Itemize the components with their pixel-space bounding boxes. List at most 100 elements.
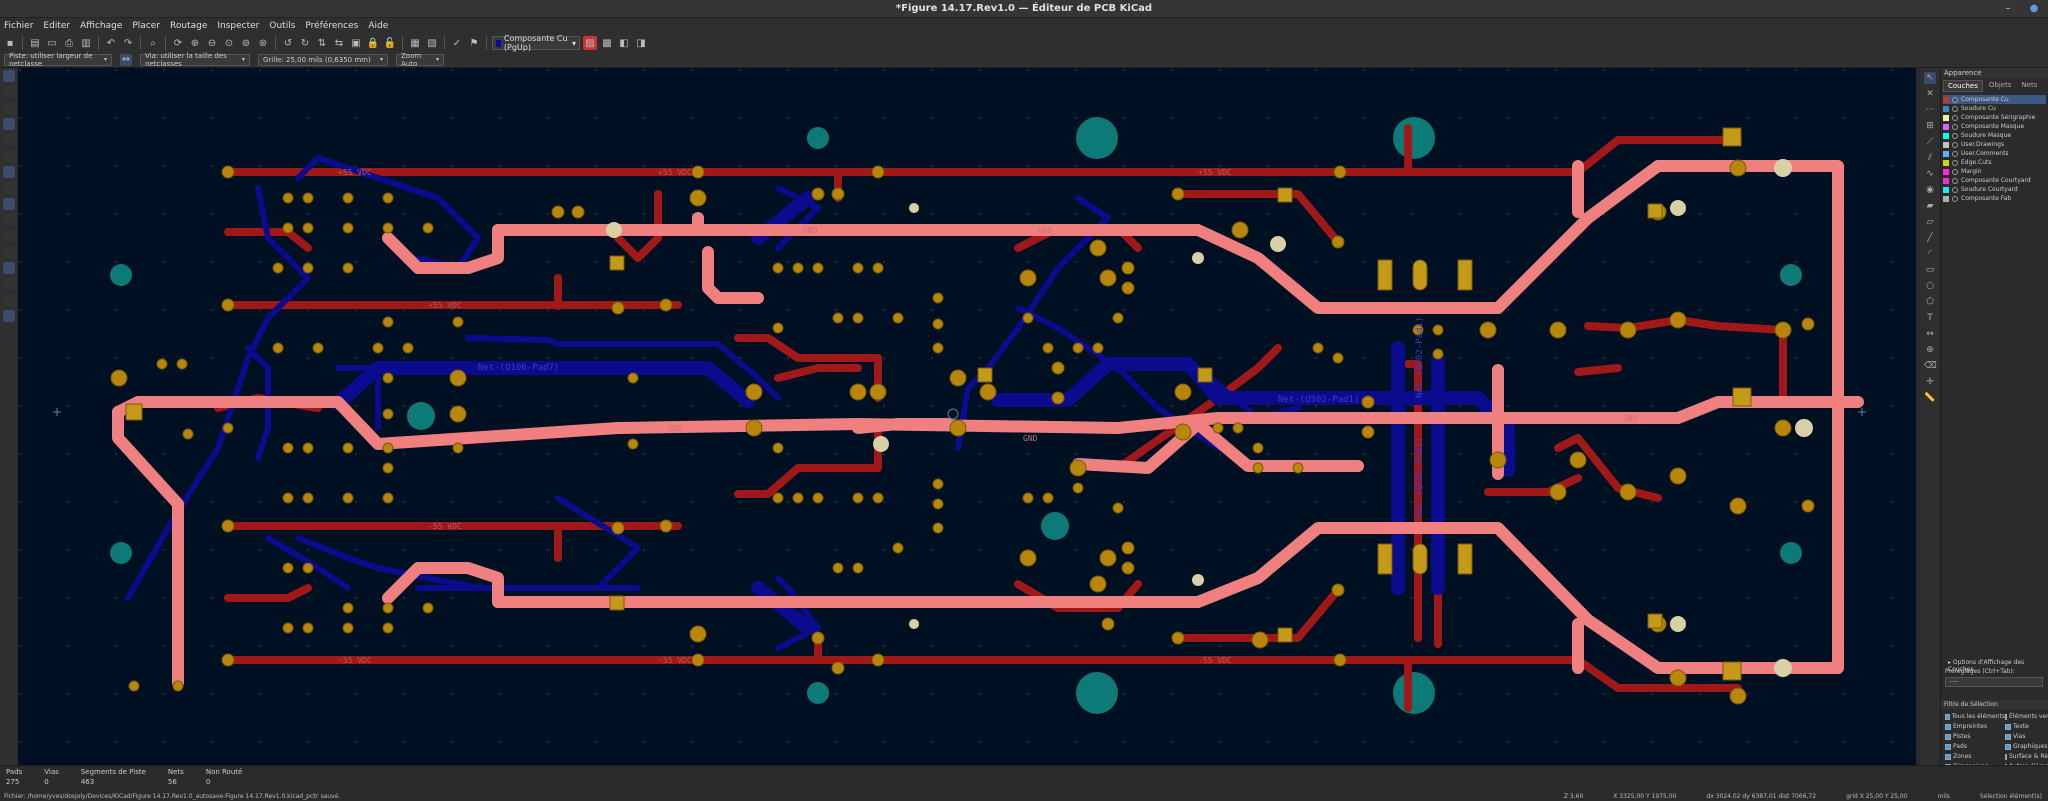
menu-editer[interactable]: Editer — [43, 21, 71, 31]
appearance-panel-icon[interactable] — [3, 310, 15, 322]
checkbox-checked-icon[interactable] — [2005, 713, 2007, 720]
plugin-icon[interactable]: ◧ — [619, 37, 629, 49]
update-pcb-icon[interactable]: ⚑ — [469, 37, 479, 49]
pad-sketch-icon[interactable] — [3, 230, 15, 242]
layer-row[interactable]: Composante Cu — [1943, 95, 2046, 104]
layer-color-swatch[interactable] — [1943, 96, 1949, 103]
tune-length-icon[interactable]: ∿ — [1926, 169, 1934, 179]
eye-icon[interactable] — [1952, 195, 1958, 202]
eye-icon[interactable] — [1952, 159, 1958, 166]
layer-color-swatch[interactable] — [1943, 132, 1949, 139]
menu-aide[interactable]: Aide — [368, 21, 389, 31]
rotate-cw-icon[interactable]: ↻ — [300, 37, 310, 49]
checkbox-checked-icon[interactable] — [2005, 723, 2011, 730]
plot-icon[interactable]: ▥ — [81, 37, 91, 49]
layer-row[interactable]: Composante Sérigraphie — [1943, 113, 2046, 122]
eye-icon[interactable] — [1952, 123, 1958, 130]
selection-filter-item[interactable]: Pistes — [1945, 732, 2005, 741]
lock-icon[interactable]: 🔒 — [366, 37, 380, 49]
add-zone-icon[interactable]: ▰ — [1926, 201, 1934, 211]
polar-coords-icon[interactable] — [3, 86, 15, 98]
eye-icon[interactable] — [1952, 132, 1958, 139]
pcb-drawing[interactable]: +55 VDC +55 VDC +55 VDC +55 VDC -55 VDC … — [18, 68, 1916, 765]
curved-ratsnest-icon[interactable] — [3, 182, 15, 194]
via-sketch-icon[interactable] — [3, 246, 15, 258]
close-icon[interactable]: ● — [2029, 3, 2039, 14]
eye-icon[interactable] — [1952, 177, 1958, 184]
active-layer-select[interactable]: Composante Cu (PgUp) ▾ — [492, 34, 580, 52]
print-icon[interactable]: ⎙ — [65, 37, 73, 49]
checkbox-checked-icon[interactable] — [2005, 753, 2007, 760]
menu-affichage[interactable]: Affichage — [80, 21, 123, 31]
layer-display-options-link[interactable]: ▸ Options d'Affichage des Couches — [1948, 659, 2025, 673]
selection-filter-item[interactable]: Texte — [2005, 722, 2048, 731]
draw-arc-icon[interactable]: ◜ — [1928, 249, 1932, 259]
footprint-editor-icon[interactable]: ▧ — [427, 37, 437, 49]
add-text-icon[interactable]: T — [1927, 313, 1933, 323]
select-tool-icon[interactable]: ↖ — [1924, 72, 1936, 84]
ratsnest-icon[interactable] — [3, 166, 15, 178]
auto-track-width-icon[interactable]: ⇔ — [120, 53, 132, 66]
layer-color-swatch[interactable] — [1943, 123, 1949, 130]
zoom-in-icon[interactable]: ⊕ — [190, 37, 200, 49]
add-via-icon[interactable]: ◉ — [1926, 185, 1934, 195]
group-icon[interactable]: ▣ — [351, 37, 361, 49]
layer-row[interactable]: User.Comments — [1943, 149, 2046, 158]
save-icon[interactable]: ▪ — [6, 37, 14, 49]
zoom-fit-icon[interactable]: ⊙ — [224, 37, 234, 49]
route-track-icon[interactable]: ⟋ — [1926, 137, 1934, 147]
track-sketch-icon[interactable] — [3, 262, 15, 274]
pcb-canvas[interactable]: +55 VDC +55 VDC +55 VDC +55 VDC -55 VDC … — [18, 68, 1916, 765]
draw-polygon-icon[interactable]: ⬠ — [1926, 297, 1934, 307]
add-target-icon[interactable]: ⊕ — [1926, 345, 1934, 355]
scripting-console-icon[interactable]: ▩ — [602, 37, 612, 49]
draw-circle-icon[interactable]: ○ — [1926, 281, 1934, 291]
layer-color-swatch[interactable] — [1943, 195, 1949, 202]
eye-icon[interactable] — [1952, 105, 1958, 112]
checkbox-checked-icon[interactable] — [2005, 743, 2011, 750]
high-contrast-icon[interactable] — [3, 278, 15, 290]
cursor-shape-icon[interactable] — [3, 150, 15, 162]
menu-preferences[interactable]: Préférences — [305, 21, 359, 31]
eye-icon[interactable] — [1952, 114, 1958, 121]
find-icon[interactable]: ⌕ — [150, 37, 156, 49]
rule-area-icon[interactable]: ▱ — [1926, 217, 1934, 227]
layer-row[interactable]: Composante Fab — [1943, 194, 2046, 203]
refresh-icon[interactable]: ⟳ — [173, 37, 183, 49]
units-mils-icon[interactable] — [3, 118, 15, 130]
layer-row[interactable]: Composante Masque — [1943, 122, 2046, 131]
units-inch-icon[interactable] — [3, 102, 15, 114]
eye-icon[interactable] — [1952, 168, 1958, 175]
track-width-select[interactable]: Piste: utiliser largeur de netclasse▾ — [4, 52, 112, 68]
selection-filter-item[interactable]: Tous les éléments — [1945, 712, 2005, 721]
selection-filter-item[interactable]: Éléments verrouillés — [2005, 712, 2048, 721]
selection-filter-item[interactable]: Vias — [2005, 732, 2048, 741]
draw-line-icon[interactable]: ╱ — [1927, 233, 1933, 243]
set-origin-icon[interactable]: ✛ — [1926, 377, 1934, 387]
route-diff-pair-icon[interactable]: ⫽ — [1927, 153, 1932, 163]
tab-couches[interactable]: Couches — [1943, 80, 1983, 92]
zoom-selection-icon[interactable]: ⊛ — [258, 37, 268, 49]
selection-filter-item[interactable]: Graphiques — [2005, 742, 2048, 751]
eye-icon[interactable] — [1952, 150, 1958, 157]
layer-row[interactable]: Soudure Courtyard — [1943, 185, 2046, 194]
layer-row[interactable]: Edge.Cuts — [1943, 158, 2046, 167]
selection-filter-item[interactable]: Zones — [1945, 752, 2005, 761]
zoom-select[interactable]: Zoom Auto▾ — [396, 52, 444, 68]
measure-tool-icon[interactable]: 📏 — [1924, 393, 1936, 403]
layer-color-swatch[interactable] — [1943, 159, 1949, 166]
minimize-icon[interactable]: – — [2005, 3, 2011, 14]
layer-color-swatch[interactable] — [1943, 141, 1949, 148]
layer-color-swatch[interactable] — [1943, 105, 1949, 112]
layer-row[interactable]: Soudure Masque — [1943, 131, 2046, 140]
highlight-net-icon[interactable]: ✕ — [1926, 89, 1934, 99]
netlist-icon[interactable]: ▦ — [410, 37, 420, 49]
local-ratsnest-icon[interactable]: ⋯ — [1925, 105, 1935, 115]
unlock-icon[interactable]: 🔓 — [383, 37, 397, 49]
layer-color-swatch[interactable] — [1943, 177, 1949, 184]
layer-color-swatch[interactable] — [1943, 150, 1949, 157]
delete-tool-icon[interactable]: ⌫ — [1924, 361, 1937, 371]
tab-nets[interactable]: Nets — [2021, 81, 2038, 89]
selection-filter-item[interactable]: Surface & Règles — [2005, 752, 2048, 761]
add-footprint-icon[interactable]: ⊞ — [1926, 121, 1934, 131]
